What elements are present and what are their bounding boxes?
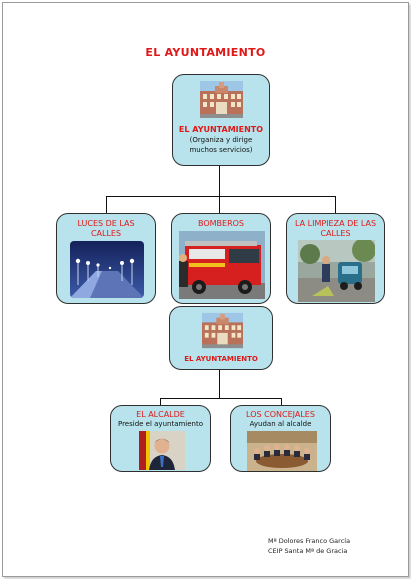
concejales-label: LOS CONCEJALES xyxy=(246,410,315,419)
councillors-photo xyxy=(247,431,317,471)
connector-horizontal-bar xyxy=(106,196,336,197)
street-cleaning-photo xyxy=(298,240,375,302)
service-box-luces: LUCES DE LAS CALLES xyxy=(56,213,156,304)
concejales-description: Ayudan al alcalde xyxy=(249,420,312,428)
alcalde-description: Preside el ayuntamiento xyxy=(117,420,204,428)
ayuntamiento-middle-label: EL AYUNTAMIENTO xyxy=(184,355,258,363)
service-label-luces: LUCES DE LAS CALLES xyxy=(77,219,135,238)
connector-right-drop xyxy=(335,196,336,213)
town-hall-photo xyxy=(200,81,243,118)
mayor-photo xyxy=(139,431,185,470)
connector-left-drop xyxy=(106,196,107,213)
connector-alcalde-drop xyxy=(160,398,161,405)
fire-truck-photo xyxy=(179,231,265,299)
connector-top-trunk xyxy=(219,166,220,196)
ayuntamiento-top-label: EL AYUNTAMIENTO xyxy=(178,125,264,134)
street-lights-photo xyxy=(70,241,144,298)
connector-concejales-drop xyxy=(281,398,282,405)
service-label-limpieza: LA LIMPIEZA DE LAS CALLES xyxy=(294,219,377,238)
ayuntamiento-middle-box: EL AYUNTAMIENTO xyxy=(169,306,273,370)
connector-center-drop xyxy=(219,196,220,213)
service-label-bomberos: BOMBEROS xyxy=(197,219,245,228)
page-title: EL AYUNTAMIENTO xyxy=(145,46,266,59)
concejales-box: LOS CONCEJALES Ayudan al alcalde xyxy=(230,405,331,472)
school-credit: CEIP Santa Mª de Gracia xyxy=(268,547,348,555)
connector-lower-bar xyxy=(160,398,282,399)
alcalde-box: EL ALCALDE Preside el ayuntamiento xyxy=(110,405,211,472)
service-box-bomberos: BOMBEROS xyxy=(171,213,271,304)
alcalde-label: EL ALCALDE xyxy=(136,410,185,419)
author-credit: Mª Dolores Franco García xyxy=(268,537,351,545)
ayuntamiento-top-description: (Organiza y dirige muchos servicios) xyxy=(189,136,253,154)
ayuntamiento-top-box: EL AYUNTAMIENTO (Organiza y dirige mucho… xyxy=(172,74,270,166)
service-box-limpieza: LA LIMPIEZA DE LAS CALLES xyxy=(286,213,385,304)
town-hall-photo-small xyxy=(202,312,243,349)
connector-lower-trunk xyxy=(219,370,220,398)
